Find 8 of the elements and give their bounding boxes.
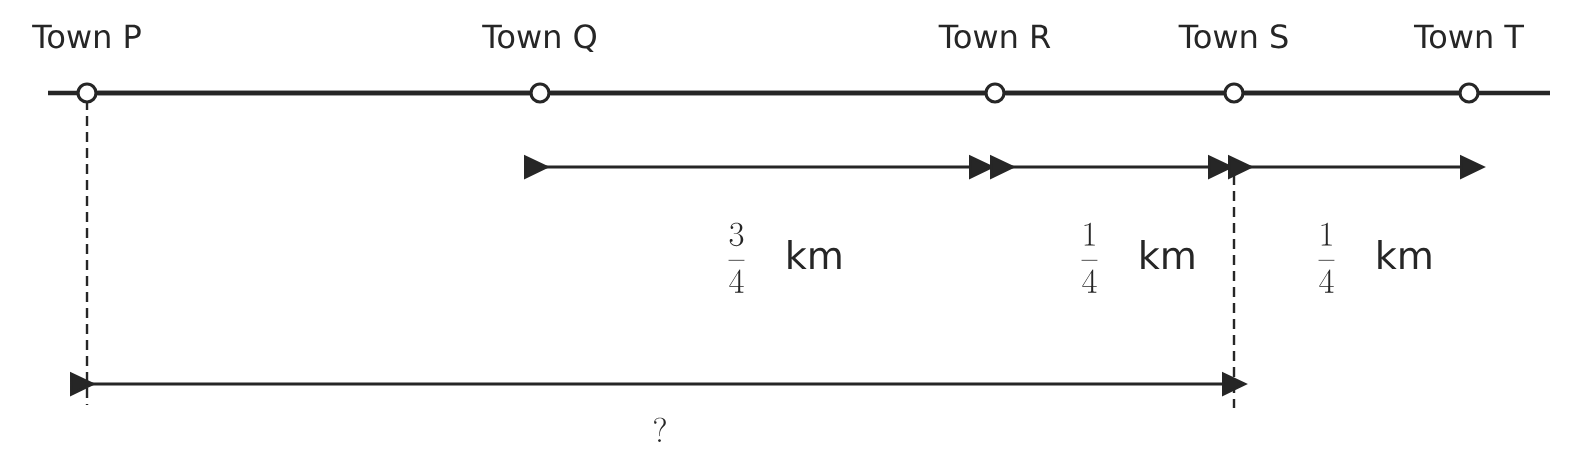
road-segment <box>1005 90 1224 96</box>
distance-label: $\frac{1}{4}\quad \mathrm{km}$ <box>1081 222 1194 293</box>
road-segment <box>1244 90 1459 96</box>
road-segment <box>97 90 530 96</box>
road-segment <box>550 90 985 96</box>
distance-label: $\frac{1}{4}\quad \mathrm{km}$ <box>1318 222 1431 293</box>
distance-label: $\frac{3}{4}\quad \mathrm{km}$ <box>728 222 841 293</box>
distance-label: $?$ <box>654 417 666 442</box>
